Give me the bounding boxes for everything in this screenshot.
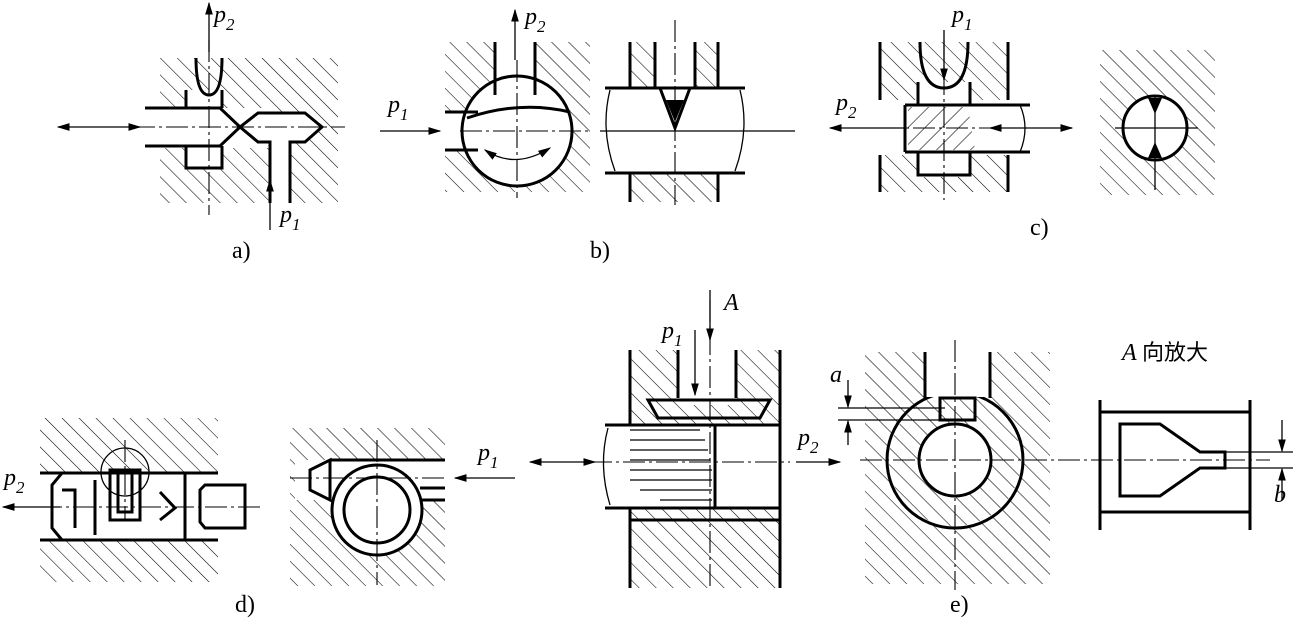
svg-text:向放大: 向放大	[1142, 341, 1208, 366]
label-c: c)	[1030, 215, 1049, 241]
spool-d	[50, 471, 187, 542]
label-b: b)	[590, 238, 610, 264]
svg-text:p1: p1	[660, 318, 683, 350]
panel-e: p1 A p2 a b A 向放大 e)	[528, 290, 1293, 618]
spool-c	[905, 103, 1030, 154]
svg-text:p1: p1	[950, 2, 973, 34]
label-e: e)	[950, 592, 969, 618]
svg-text:a: a	[830, 362, 842, 388]
svg-text:A: A	[722, 290, 739, 316]
svg-text:b: b	[1274, 482, 1286, 508]
svg-text:p1: p1	[386, 92, 409, 124]
panel-a: p2 p1 a)	[56, 1, 345, 264]
svg-text:A: A	[1120, 340, 1137, 366]
svg-text:p1: p1	[476, 440, 499, 472]
svg-text:p2: p2	[796, 425, 819, 457]
panel-b: p1 p2 b)	[380, 4, 795, 264]
spool-e	[605, 423, 782, 510]
panel-c: p1 p2 c)	[828, 2, 1215, 241]
svg-text:p2: p2	[2, 465, 25, 497]
svg-text:p2: p2	[834, 90, 857, 122]
svg-text:p2: p2	[523, 4, 546, 36]
panel-d: p2 p1 d)	[1, 418, 515, 618]
svg-text:p2: p2	[212, 2, 235, 34]
label-a: a)	[232, 238, 251, 264]
svg-text:p1: p1	[278, 202, 301, 234]
label-d: d)	[235, 592, 255, 618]
